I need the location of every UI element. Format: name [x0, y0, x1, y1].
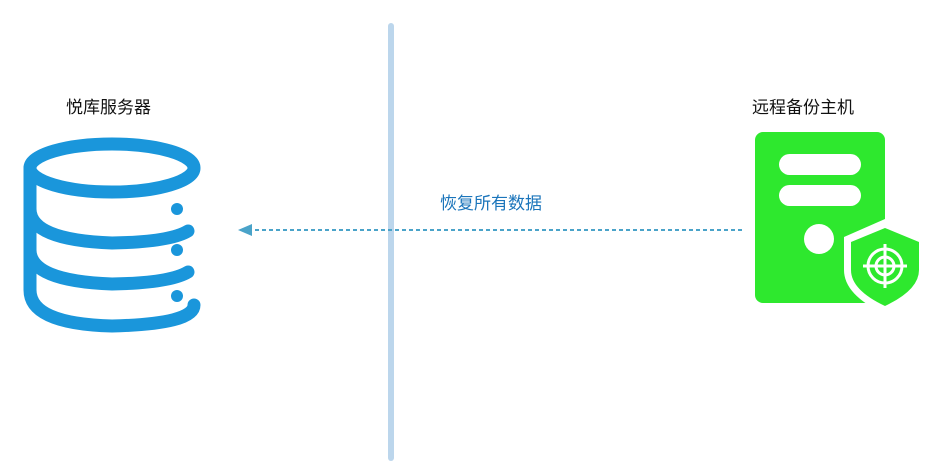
- arrow-head-icon: [238, 224, 252, 236]
- shield-target-icon: [844, 219, 926, 314]
- left-node-label: 悦库服务器: [66, 98, 151, 118]
- right-node-label: 远程备份主机: [752, 98, 854, 118]
- database-indicator-dots: [171, 203, 183, 302]
- database-icon: [23, 137, 201, 333]
- arrow-label: 恢复所有数据: [440, 194, 542, 214]
